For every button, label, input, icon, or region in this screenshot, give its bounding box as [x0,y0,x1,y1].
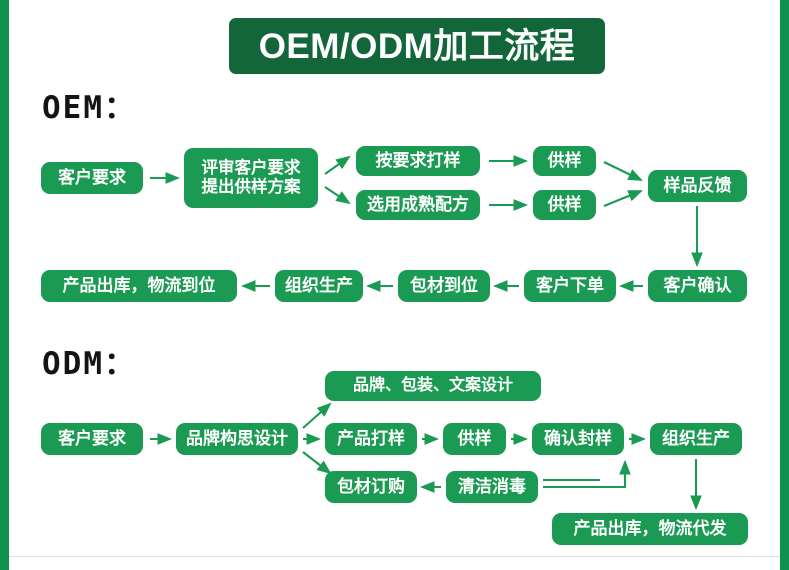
oem-node-customer-request[interactable]: 客户要求 [41,162,143,194]
oem-review-line1: 评审客户要求 [201,158,301,177]
oem-node-review-request[interactable]: 评审客户要求 提出供样方案 [184,148,318,208]
oem-node-customer-order[interactable]: 客户下单 [524,270,616,302]
left-border-rail [0,0,9,570]
oem-node-supply-sample-bottom[interactable]: 供样 [533,190,596,220]
page-title: OEM/ODM加工流程 [258,26,576,66]
oem-node-packaging-ready[interactable]: 包材到位 [398,270,490,302]
odm-node-product-sampling[interactable]: 产品打样 [325,423,417,455]
odm-node-brand-pack-copy-design[interactable]: 品牌、包装、文案设计 [325,371,541,401]
oem-node-supply-sample-top[interactable]: 供样 [533,146,596,176]
oem-node-product-out[interactable]: 产品出库，物流到位 [41,270,237,302]
odm-node-customer-request[interactable]: 客户要求 [41,423,143,455]
odm-node-organize-production[interactable]: 组织生产 [650,423,742,455]
right-border-rail [780,0,789,570]
oem-node-organize-production[interactable]: 组织生产 [275,270,363,302]
odm-node-supply-sample[interactable]: 供样 [443,423,506,455]
oem-node-sample-on-demand[interactable]: 按要求打样 [356,146,480,176]
oem-review-line2: 提出供样方案 [201,178,301,196]
section-heading-oem: OEM： [42,90,137,126]
odm-node-packaging-order[interactable]: 包材订购 [325,471,417,503]
oem-node-customer-confirm[interactable]: 客户确认 [648,270,747,302]
page-title-banner: OEM/ODM加工流程 [229,18,605,74]
odm-node-confirm-seal-sample[interactable]: 确认封样 [532,423,624,455]
section-heading-odm: ODM： [42,346,137,382]
odm-node-brand-concept-design[interactable]: 品牌构思设计 [176,423,298,455]
oem-node-mature-formula[interactable]: 选用成熟配方 [356,190,480,220]
odm-node-clean-disinfect[interactable]: 清洁消毒 [446,471,538,503]
odm-node-product-out[interactable]: 产品出库，物流代发 [552,513,748,545]
oem-node-sample-feedback[interactable]: 样品反馈 [648,170,747,202]
bottom-divider [9,556,780,557]
